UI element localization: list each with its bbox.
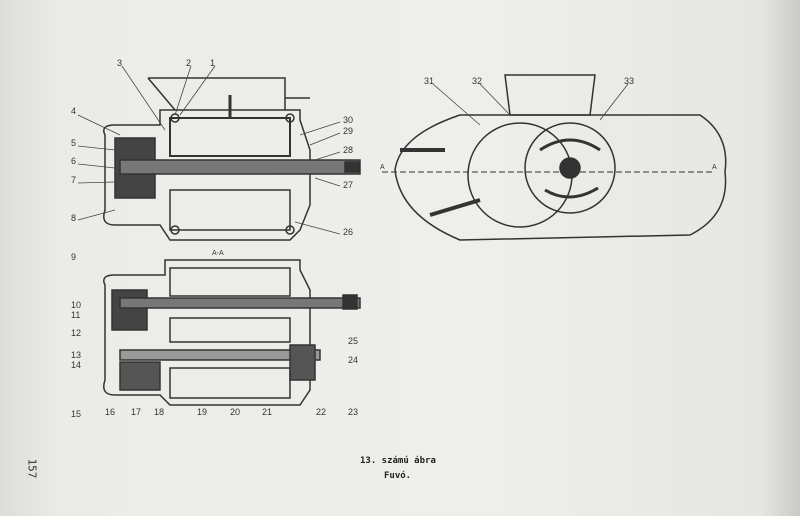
figure-caption-subtitle: Fuvó. xyxy=(384,471,412,481)
part-label: 5 xyxy=(71,138,77,148)
part-label: 1 xyxy=(210,58,216,68)
part-label: 6 xyxy=(71,156,77,166)
part-label: 10 xyxy=(71,300,82,310)
leader-lines xyxy=(77,65,629,235)
part-label: 3 xyxy=(117,58,123,68)
part-label: 18 xyxy=(154,407,165,417)
section-mark: A xyxy=(712,164,717,171)
part-label: 29 xyxy=(343,126,354,136)
part-label: 12 xyxy=(71,328,82,338)
part-label: 19 xyxy=(197,407,208,417)
part-label: 2 xyxy=(186,58,192,68)
bottom-section-view xyxy=(103,259,361,406)
part-label: 15 xyxy=(71,409,82,419)
part-label: 16 xyxy=(105,407,116,417)
part-label: 24 xyxy=(348,355,359,365)
part-label: 33 xyxy=(624,76,635,86)
part-label: 26 xyxy=(343,227,354,237)
part-label: 27 xyxy=(343,180,354,190)
part-label: 11 xyxy=(71,310,81,320)
part-label: 21 xyxy=(262,407,273,417)
part-label: 20 xyxy=(230,407,241,417)
side-section-view xyxy=(382,74,727,241)
part-label: 9 xyxy=(71,252,77,262)
part-label: 31 xyxy=(424,76,435,86)
part-label: 8 xyxy=(71,213,77,223)
part-label: 7 xyxy=(71,175,77,185)
part-label: 25 xyxy=(348,336,359,346)
section-label: A-A xyxy=(212,250,224,257)
part-label: 30 xyxy=(343,115,354,125)
part-label: 22 xyxy=(316,407,327,417)
part-label: 23 xyxy=(348,407,359,417)
figure-caption-title: 13. számú ábra xyxy=(360,456,436,466)
part-label: 4 xyxy=(71,106,77,116)
part-label: 13 xyxy=(71,350,82,360)
top-section-view xyxy=(103,77,361,241)
part-label: 14 xyxy=(71,360,82,370)
part-label: 28 xyxy=(343,145,354,155)
section-mark: A xyxy=(380,164,385,171)
page-number: 157 xyxy=(25,458,39,479)
part-label: 17 xyxy=(131,407,142,417)
part-label: 32 xyxy=(472,76,483,86)
